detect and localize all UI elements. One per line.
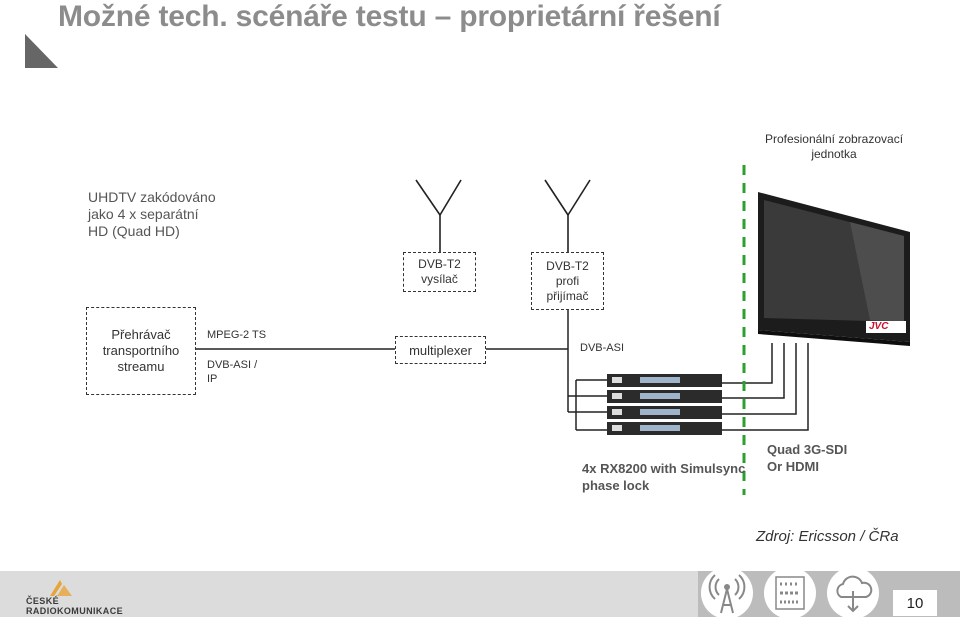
rx-caption-line: 4x RX8200 with Simulsync xyxy=(582,461,746,476)
tx-box-line: DVB-T2 xyxy=(418,257,461,271)
transmitter-box: DVB-T2 vysílač xyxy=(403,252,476,292)
receiver-antenna-icon xyxy=(544,179,591,252)
receiver-caption: 4x RX8200 with Simulsync phase lock xyxy=(582,460,745,494)
corner-triangle-icon xyxy=(25,34,58,68)
player-box-line: Přehrávač xyxy=(111,327,171,342)
transmitter-antenna-icon xyxy=(415,179,462,252)
rx-box-line: DVB-T2 xyxy=(546,258,589,273)
display-label: Profesionální zobrazovací jednotka xyxy=(744,132,924,162)
company-logo-text: ČESKÉ RADIOKOMUNIKACE xyxy=(26,596,123,616)
receiver-units-icon xyxy=(607,374,722,435)
player-box-line: transportního xyxy=(102,343,180,358)
dvb-asi-ip-line: IP xyxy=(207,373,218,385)
receiver-box: DVB-T2 profi přijímač xyxy=(531,252,604,310)
display-label-line: Profesionální zobrazovací xyxy=(764,132,904,146)
binary-data-icon xyxy=(764,567,816,619)
uhdtv-label-line: HD (Quad HD) xyxy=(88,223,180,239)
cloud-download-icon xyxy=(827,567,879,619)
uhdtv-label: UHDTV zakódováno jako 4 x separátní HD (… xyxy=(88,189,268,240)
tv-brand-logo: JVC xyxy=(866,321,906,333)
tx-box-line: vysílač xyxy=(421,272,458,286)
stream-player-box: Přehrávač transportního streamu xyxy=(86,307,196,395)
multiplexer-box: multiplexer xyxy=(395,336,486,364)
player-box-line: streamu xyxy=(117,359,165,374)
sdi-caption-line: Quad 3G-SDI xyxy=(767,442,848,457)
rx-box-line: přijímač xyxy=(546,288,589,303)
page-title: Možné tech. scénáře testu – proprietární… xyxy=(58,0,721,33)
rx-caption-line: phase lock xyxy=(582,478,650,493)
antenna-icon xyxy=(701,567,753,619)
diagram-canvas xyxy=(196,165,910,495)
tv-display-icon xyxy=(758,192,910,346)
uhdtv-label-line: UHDTV zakódováno xyxy=(88,189,216,205)
display-label-line: jednotka xyxy=(811,147,857,161)
logo-text-line: RADIOKOMUNIKACE xyxy=(26,606,123,616)
sdi-caption: Quad 3G-SDI Or HDMI xyxy=(767,441,847,475)
source-label: Zdroj: Ericsson / ČRa xyxy=(756,528,899,545)
dvb-asi-ip-line: DVB-ASI / xyxy=(207,359,258,371)
mpeg-ts-label: MPEG-2 TS xyxy=(207,329,267,341)
logo-text-line: ČESKÉ xyxy=(26,596,60,606)
connection-lines xyxy=(196,310,809,431)
rx-box-line: profi xyxy=(555,273,580,288)
company-logo-icon xyxy=(50,580,72,596)
dvb-asi-ip-label: DVB-ASI / IP xyxy=(207,358,267,386)
tv-brand-text: JVC xyxy=(869,321,889,332)
sdi-caption-line: Or HDMI xyxy=(767,459,819,474)
uhdtv-label-line: jako 4 x separátní xyxy=(88,206,199,222)
dvb-asi-label: DVB-ASI xyxy=(580,342,625,354)
page-number: 10 xyxy=(893,590,937,616)
